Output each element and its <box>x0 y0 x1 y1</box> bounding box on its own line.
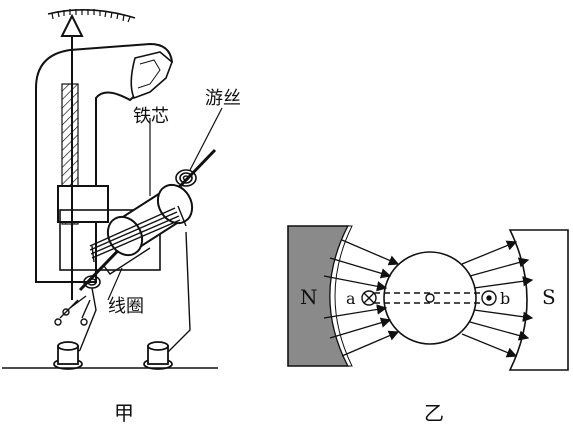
hairspring <box>83 169 197 289</box>
label-iron-core: 铁芯 <box>133 106 169 127</box>
label-hairspring: 游丝 <box>205 88 241 109</box>
label-coil: 线圈 <box>108 296 144 317</box>
galvanometer-figure <box>2 9 223 370</box>
caption-yi: 乙 <box>424 401 444 425</box>
label-south-pole: S <box>542 285 556 309</box>
magnet-yoke <box>35 42 174 283</box>
field-lines-right <box>461 240 534 358</box>
iron-core <box>106 183 194 257</box>
label-north-pole: N <box>300 285 318 309</box>
rotation-axis-icon <box>425 293 435 303</box>
terminal-right <box>143 341 173 370</box>
current-out-of-page-icon <box>481 290 497 306</box>
caption-jia: 甲 <box>114 401 134 425</box>
pointer-arrow-icon <box>60 13 84 37</box>
terminal-left <box>53 341 83 370</box>
base-block <box>57 185 109 223</box>
field-lines-left <box>323 239 400 357</box>
dial-scale <box>47 9 136 23</box>
label-point-b: b <box>500 289 510 308</box>
coil <box>89 205 187 275</box>
radial-field-figure <box>287 225 569 371</box>
current-into-page-icon <box>361 290 377 306</box>
label-point-a: a <box>346 289 356 308</box>
magnet-south <box>508 229 569 371</box>
